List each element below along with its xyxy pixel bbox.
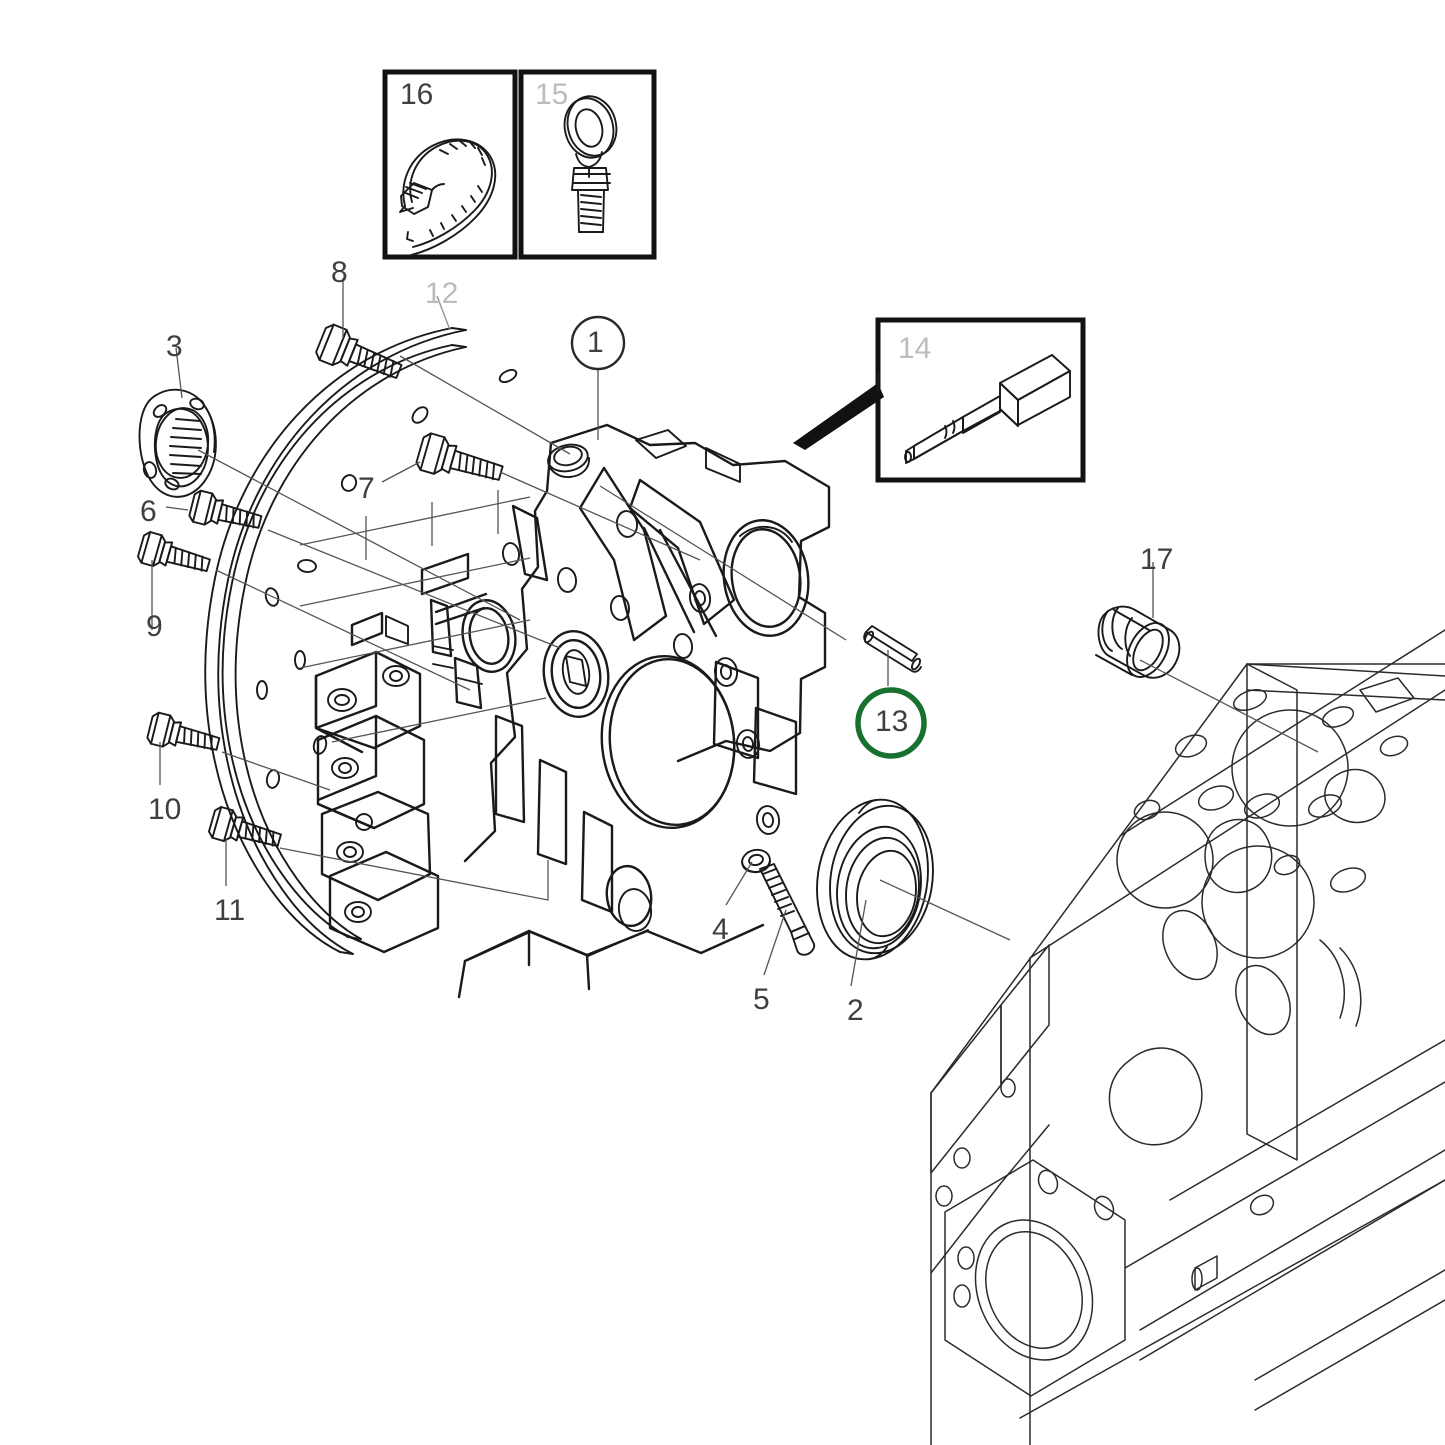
callout-label-16[interactable]: 16 [400,78,434,111]
callout-label-15[interactable]: 15 [535,78,569,111]
engine-block [930,629,1445,1445]
inset-box-16 [382,69,518,260]
callout-label-2[interactable]: 2 [847,994,864,1027]
inset-box-15 [518,69,657,260]
part-washer [741,848,771,874]
callout-label-11[interactable]: 11 [214,894,246,927]
callout-label-8[interactable]: 8 [331,256,348,289]
callout-label-12[interactable]: 12 [425,277,459,310]
cable-tie-icon [399,138,497,256]
part-threaded-plug [138,388,217,498]
sealant-applicator-icon [904,354,1071,464]
part-bolt-5 [759,863,816,956]
eye-bolt-icon [563,95,618,233]
sealant-pointer-arrow [793,370,884,450]
callout-label-10[interactable]: 10 [148,793,182,826]
callout-label-5[interactable]: 5 [753,983,770,1016]
part-mounting-flange-ring [204,327,518,955]
callout-label-4[interactable]: 4 [712,913,729,946]
callout-label-14[interactable]: 14 [898,332,932,365]
part-dowel-pin [863,625,922,673]
part-crankshaft-rear-seal [816,798,934,961]
callout-label-3[interactable]: 3 [166,330,183,363]
callout-label-7[interactable]: 7 [358,472,375,505]
leader-lines [151,278,1319,987]
callout-label-13[interactable]: 13 [875,705,909,738]
callout-label-9[interactable]: 9 [146,610,163,643]
part-flywheel-housing [299,423,831,999]
callout-label-17[interactable]: 17 [1140,543,1174,576]
highlight-ring-13 [855,687,927,759]
part-bushing-sleeve [1095,605,1181,679]
callout-ring-1 [570,315,626,371]
inset-box-14 [793,317,1086,483]
callout-label-6[interactable]: 6 [140,495,157,528]
callout-label-1[interactable]: 1 [587,326,604,359]
